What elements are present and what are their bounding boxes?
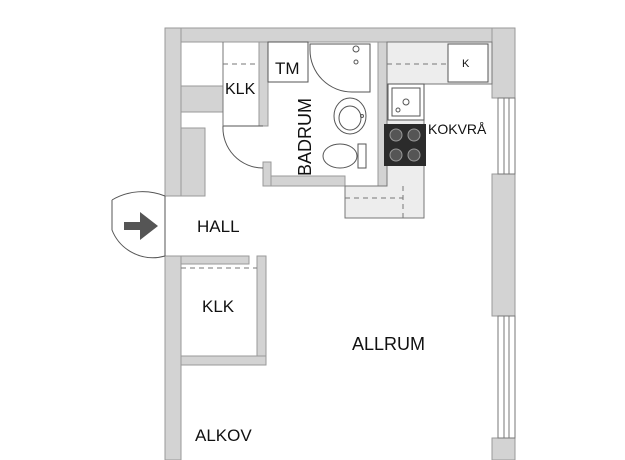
door-swing-icon xyxy=(222,125,264,169)
wall-right-mid xyxy=(491,173,516,317)
sink-icon xyxy=(333,97,367,135)
partition-closet-bottom xyxy=(180,355,267,366)
partition-bath-bottom xyxy=(262,175,346,187)
stove-icon xyxy=(384,124,426,166)
partition-closet-top xyxy=(180,255,250,265)
wall-right-bottom xyxy=(491,437,516,460)
room-label-klk-bottom: KLK xyxy=(202,297,235,316)
entrance-arrow-icon xyxy=(124,212,158,240)
tm-unit xyxy=(267,41,309,83)
toilet-icon xyxy=(322,143,367,169)
partition-door-stub xyxy=(262,161,272,187)
wall-right-top xyxy=(491,27,516,99)
bath-door xyxy=(222,125,264,169)
room-label-k: K xyxy=(462,58,470,70)
room-label-klk-top: KLK xyxy=(225,81,256,98)
window-icon xyxy=(497,97,516,175)
partition-hall-stub xyxy=(180,127,206,197)
room-label-allrum: ALLRUM xyxy=(352,334,425,354)
closet-top xyxy=(222,42,259,126)
entrance-door xyxy=(111,191,166,259)
wall-left-lower xyxy=(164,255,182,460)
kitchen-sink-icon xyxy=(387,83,425,121)
kitchen xyxy=(344,41,493,219)
window-icon xyxy=(497,315,516,439)
fridge xyxy=(447,43,489,83)
room-label-alkov: ALKOV xyxy=(195,426,252,445)
room-label-tm: TM xyxy=(275,59,300,78)
wall-top xyxy=(164,27,516,43)
room-label-kokvra: KOKVRÅ xyxy=(428,121,487,137)
wall-left-upper xyxy=(164,27,182,197)
walls xyxy=(164,27,516,460)
partition-klk-left xyxy=(180,85,224,113)
room-label-hall: HALL xyxy=(197,217,240,236)
partition-klk-right xyxy=(258,41,269,127)
shower-icon xyxy=(309,43,371,93)
door-swing-icon xyxy=(111,191,166,201)
partition-closet-right xyxy=(256,255,267,363)
room-label-badrum: BADRUM xyxy=(295,98,315,176)
bathroom xyxy=(267,41,371,218)
